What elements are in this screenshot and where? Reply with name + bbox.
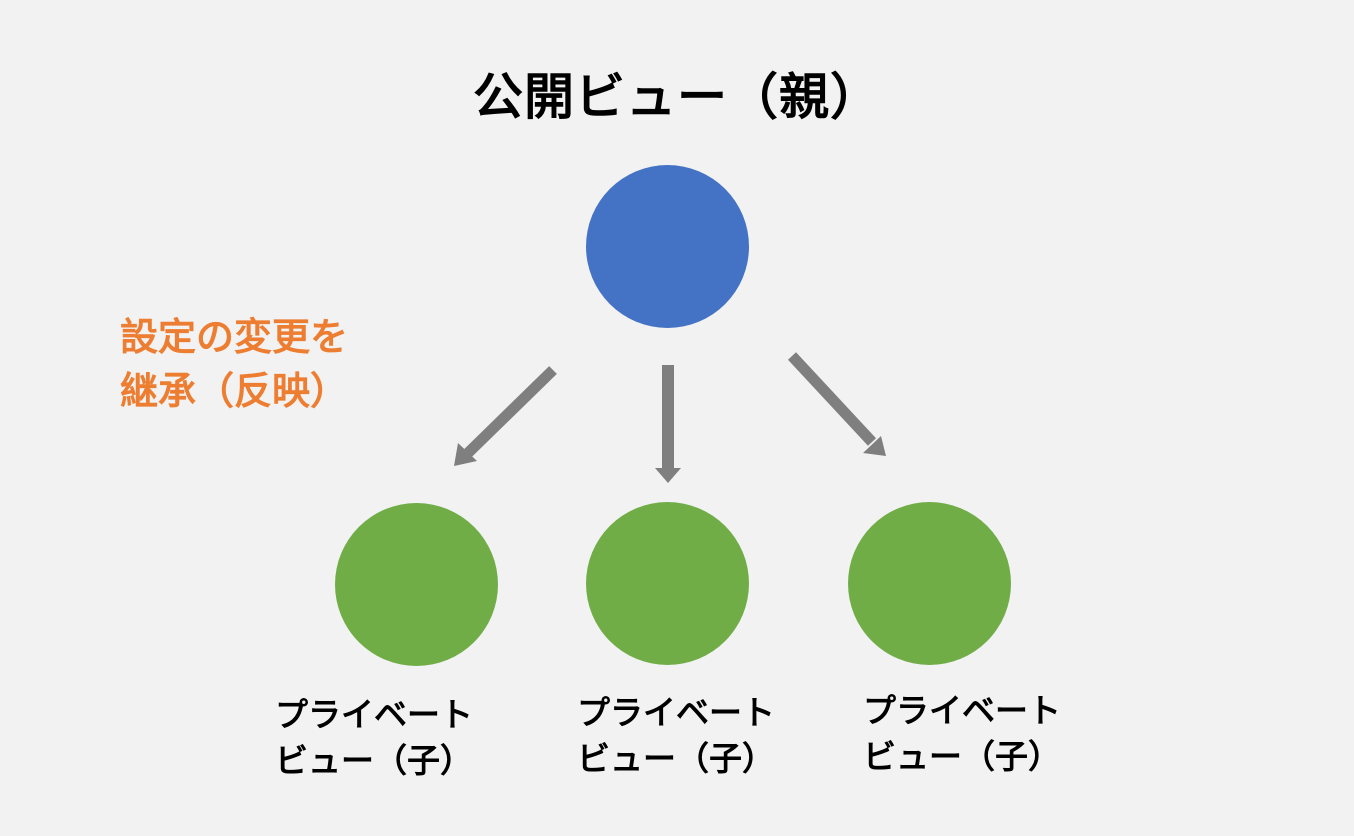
inheritance-note: 設定の変更を 継承（反映） xyxy=(120,310,348,418)
parent-view-node xyxy=(586,165,749,328)
private-view-label-1-line-1: プライベート xyxy=(275,695,473,734)
private-view-label-2: プライベート ビュー（子） xyxy=(577,690,775,782)
private-view-label-3-line-1: プライベート xyxy=(863,691,1061,730)
arrow-to-child-1 xyxy=(454,366,557,466)
arrow-to-child-3 xyxy=(787,352,886,456)
private-view-label-3-line-2: ビュー（子） xyxy=(863,737,1061,776)
private-view-node-1 xyxy=(335,503,498,666)
inheritance-note-line-2: 継承（反映） xyxy=(120,369,349,413)
private-view-label-3: プライベート ビュー（子） xyxy=(863,688,1061,780)
private-view-label-2-line-1: プライベート xyxy=(577,693,775,732)
diagram-title: 公開ビュー（親） xyxy=(473,68,881,126)
private-view-node-2 xyxy=(586,502,749,665)
arrow-to-child-2 xyxy=(655,365,681,483)
inheritance-note-line-1: 設定の変更を xyxy=(120,315,349,359)
private-view-label-1: プライベート ビュー（子） xyxy=(275,692,473,784)
private-view-label-2-line-2: ビュー（子） xyxy=(577,739,775,778)
private-view-label-1-line-2: ビュー（子） xyxy=(275,741,473,780)
private-view-node-3 xyxy=(848,502,1011,665)
